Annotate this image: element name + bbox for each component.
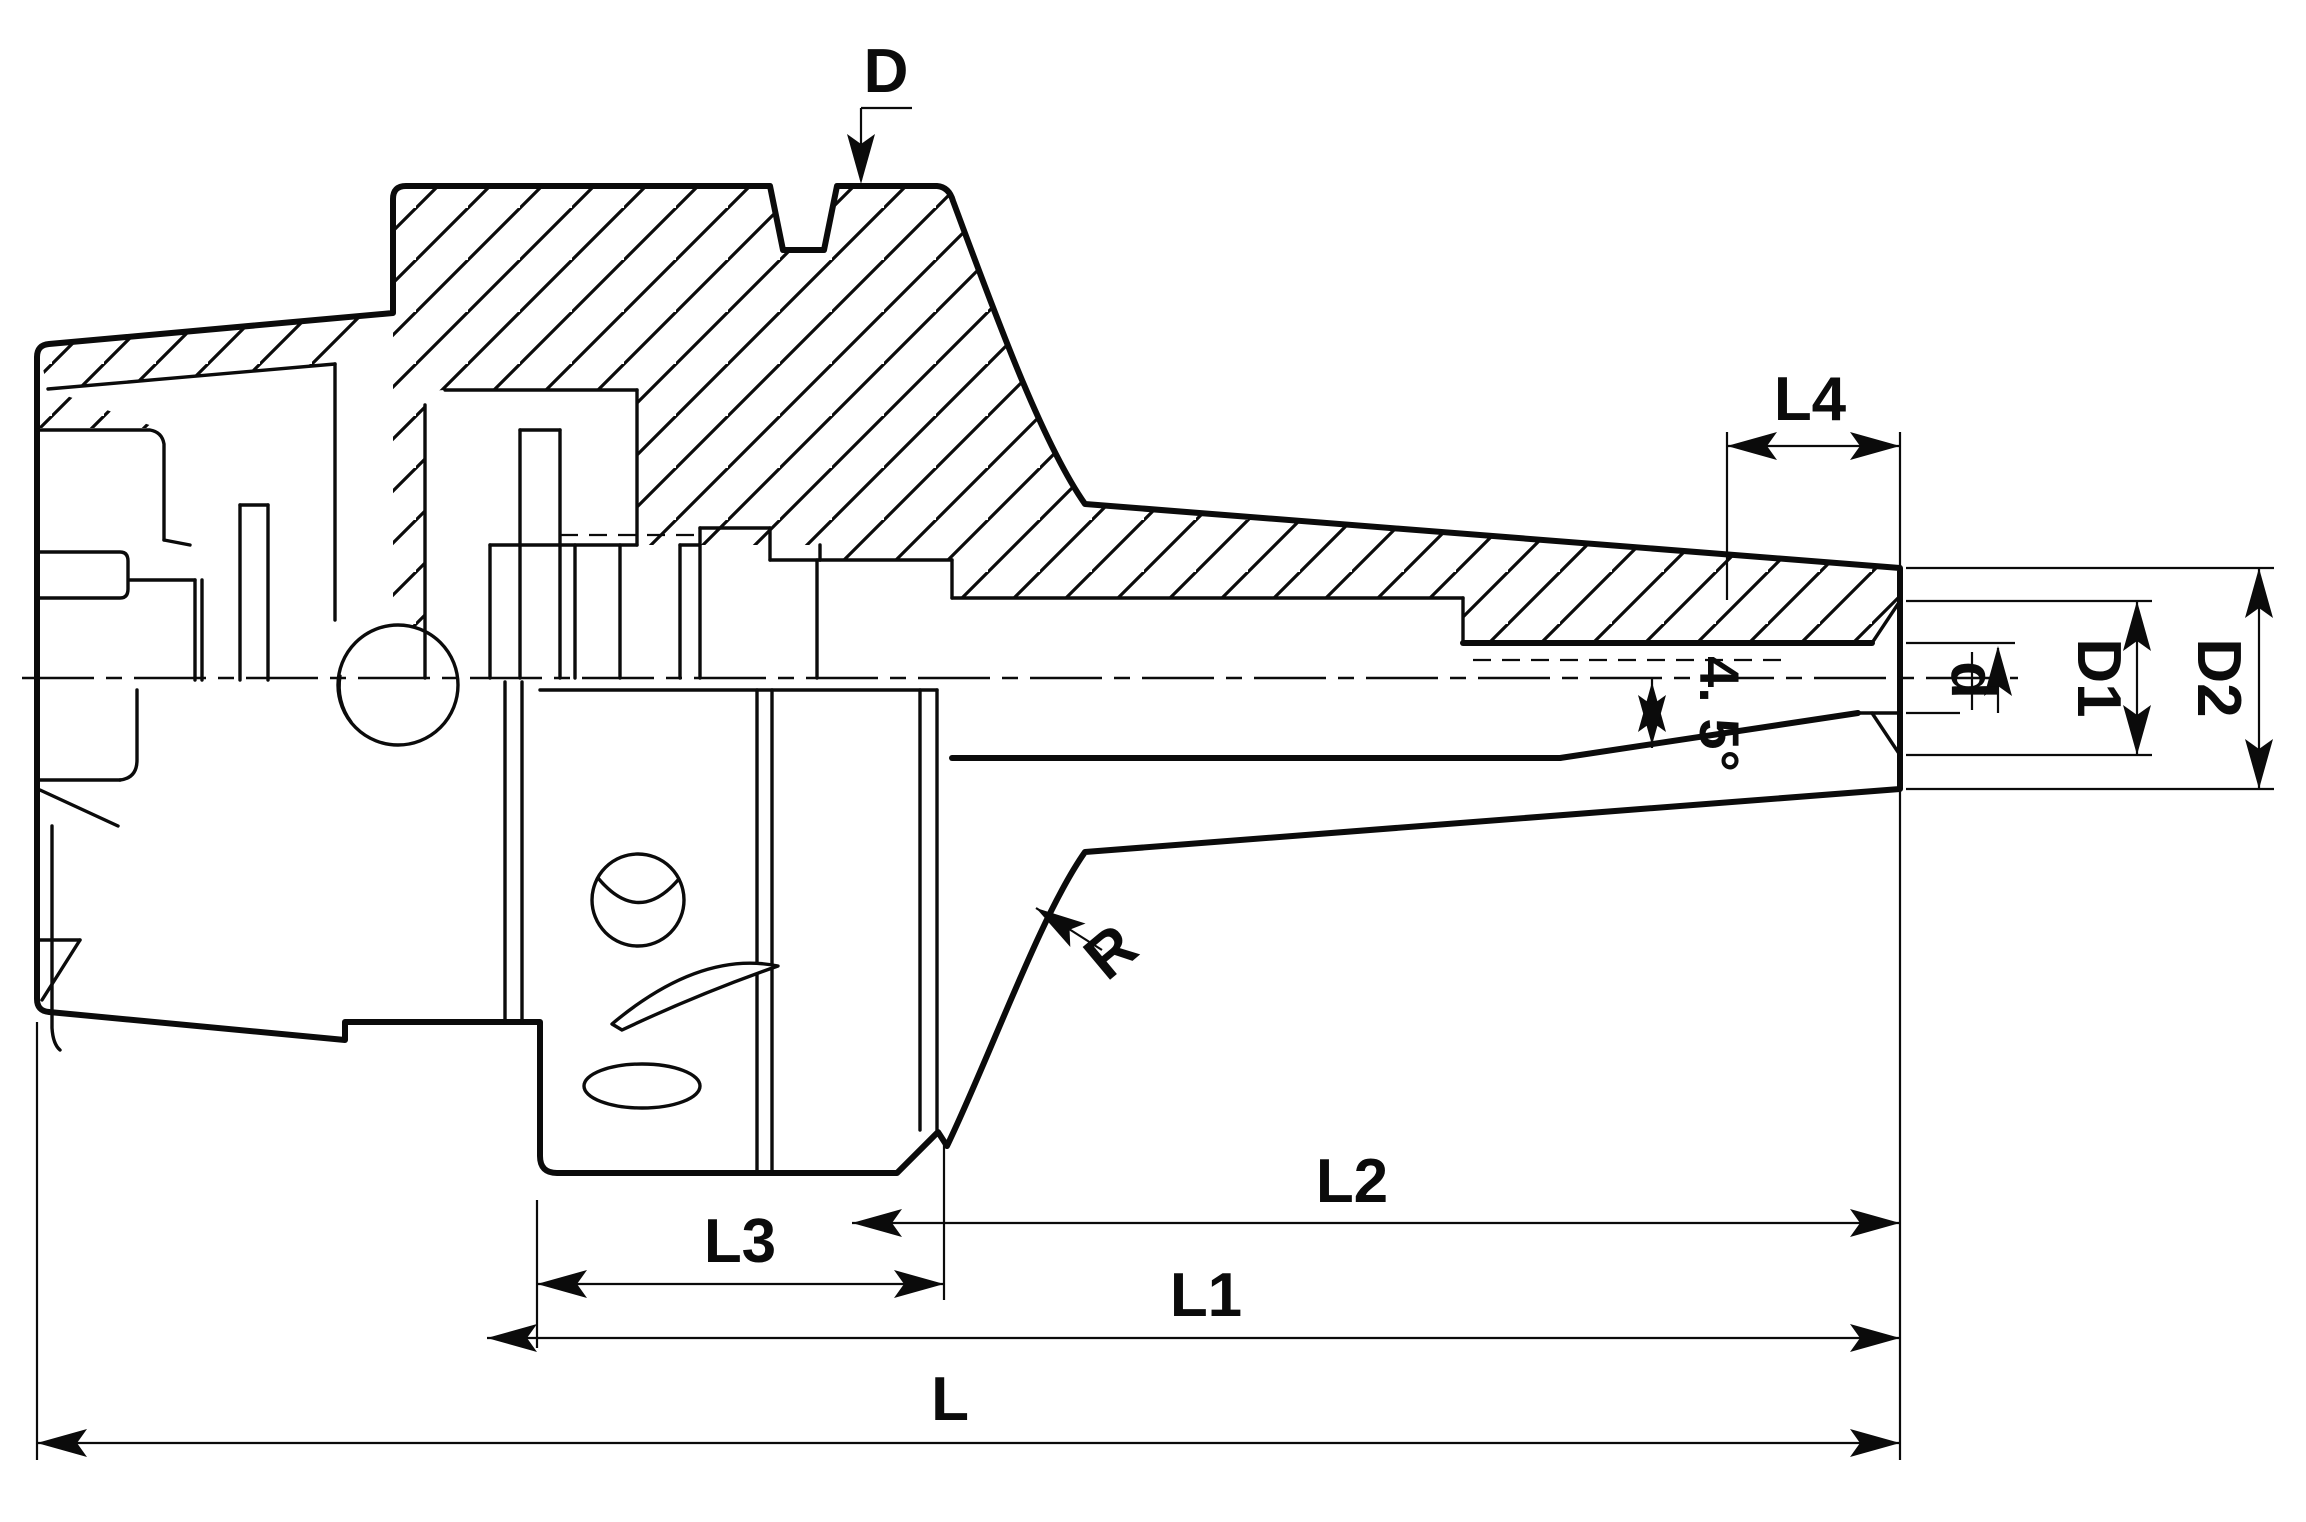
dim-label-L4: L4: [1774, 365, 1847, 434]
dim-L3: L3: [535, 1140, 946, 1348]
dim-L2: L2: [852, 1147, 1900, 1237]
hatch-flange-body: [393, 186, 1900, 678]
dim-label-L1: L1: [1170, 1261, 1242, 1330]
dim-label-L2: L2: [1316, 1147, 1388, 1216]
hatch-shank-wall: [37, 313, 393, 389]
collet-area-lines: [423, 388, 954, 680]
dim-label-D2: D2: [2184, 638, 2253, 717]
dim-R: R: [1028, 896, 1150, 993]
dim-D1: D1: [1906, 599, 2152, 757]
hatch-shank-face: [37, 390, 158, 428]
clamping-nut: [503, 680, 939, 1174]
dim-L: L: [35, 789, 1902, 1460]
dim-D: D: [847, 37, 912, 184]
shank-interior-lines: [35, 362, 460, 747]
dim-L1: L1: [487, 1261, 1900, 1352]
shank-exterior-lines: [35, 688, 139, 1052]
dim-label-L3: L3: [704, 1207, 776, 1276]
dim-label-L: L: [931, 1365, 969, 1434]
dim-label-angle: 4. 5°: [1688, 656, 1751, 772]
dim-label-D: D: [864, 37, 909, 106]
dimensions: D L4 d D: [35, 37, 2274, 1460]
dim-angle: 4. 5°: [1638, 656, 1751, 772]
nose-bore-lines: [949, 596, 1902, 761]
dim-L4: L4: [1725, 365, 1902, 600]
section-hatching: [37, 186, 1900, 678]
dim-d: d: [1906, 641, 2015, 715]
dim-D2: D2: [1906, 566, 2274, 791]
dim-label-D1: D1: [2064, 638, 2133, 717]
